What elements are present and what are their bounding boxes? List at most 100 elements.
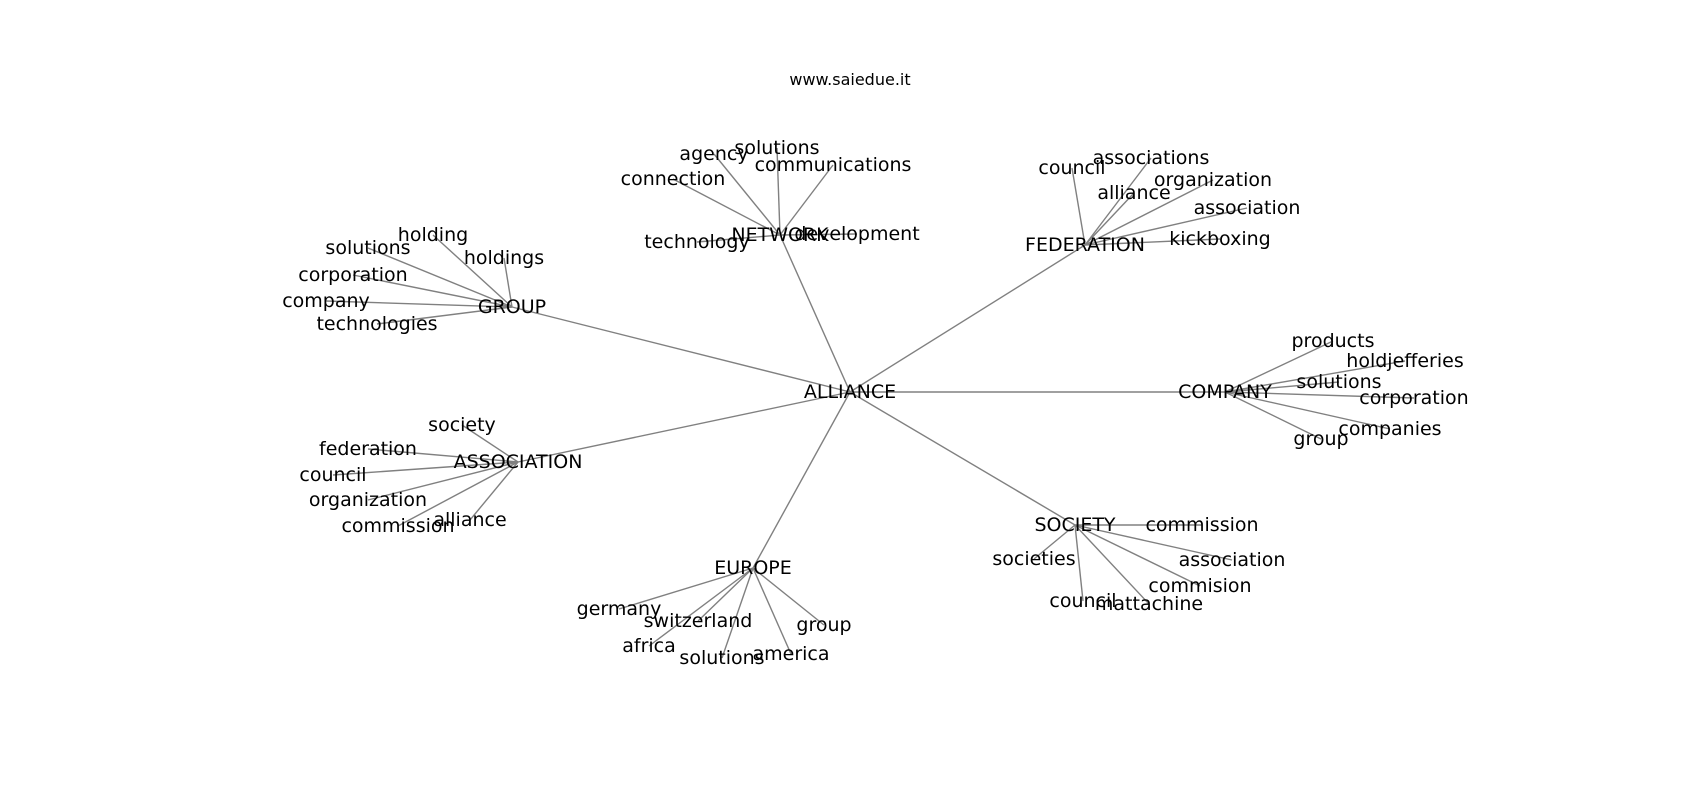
leaf-node-label: connection	[621, 168, 726, 190]
edge-association-to-council	[332, 461, 519, 476]
leaf-node-label: council	[1049, 590, 1116, 612]
leaf-node-label: solutions	[325, 237, 410, 259]
leaf-node-label: technology	[644, 231, 750, 253]
edge-society-to-societies	[1033, 524, 1076, 560]
leaf-node-label: alliance	[1097, 182, 1170, 204]
hub-node-label-group: GROUP	[478, 296, 546, 318]
edge-association-to-federation	[367, 448, 519, 463]
edge-society-to-association	[1074, 524, 1233, 561]
edges-layer	[325, 147, 1415, 659]
leaf-node-label: kickboxing	[1169, 228, 1270, 250]
leaf-node-label: mattachine	[1095, 593, 1203, 615]
labels-layer: ALLIANCENETWORKagencysolutionscommunicat…	[282, 137, 1469, 669]
hub-node-label-europe: EUROPE	[714, 557, 792, 579]
edge-company-to-group	[1224, 391, 1322, 440]
leaf-node-label: federation	[319, 438, 417, 460]
edge-association-to-commission	[397, 461, 519, 527]
edge-federation-to-association	[1084, 207, 1248, 246]
leaf-node-label: development	[794, 223, 919, 245]
edge-network-to-communications	[779, 164, 834, 236]
leaf-node-label: america	[752, 643, 829, 665]
edge-europe-to-solutions	[721, 567, 754, 659]
hub-node-label-association: ASSOCIATION	[454, 451, 583, 473]
edge-federation-to-kickboxing	[1084, 238, 1221, 246]
leaf-node-label: corporation	[298, 264, 407, 286]
leaf-node-label: companies	[1338, 418, 1441, 440]
edge-network-to-solutions	[776, 147, 781, 236]
edge-network-to-connection	[672, 178, 781, 236]
edge-company-to-products	[1224, 340, 1334, 393]
leaf-node-label: associations	[1093, 147, 1210, 169]
edge-society-to-mattachine	[1074, 524, 1150, 605]
edge-root-to-europe	[752, 391, 851, 569]
leaf-node-label: commission	[341, 515, 454, 537]
edge-association-to-organization	[367, 461, 519, 501]
leaf-node-label: organization	[309, 489, 427, 511]
edge-root-to-group	[511, 306, 851, 393]
leaf-node-label: council	[1038, 157, 1105, 179]
edge-society-to-commision	[1074, 524, 1201, 587]
edge-group-to-holdings	[503, 257, 513, 308]
hub-node-label-company: COMPANY	[1178, 381, 1272, 403]
edge-group-to-corporation	[352, 274, 513, 308]
edge-company-to-holdjefferies	[1224, 360, 1406, 393]
edge-company-to-companies	[1224, 391, 1391, 430]
leaf-node-label: holding	[398, 224, 468, 246]
edge-federation-to-organization	[1084, 179, 1214, 246]
leaf-node-label: communications	[755, 154, 912, 176]
leaf-node-label: company	[282, 290, 370, 312]
leaf-node-label: group	[796, 614, 851, 636]
edge-europe-to-group	[752, 567, 825, 626]
leaf-node-label: organization	[1154, 169, 1272, 191]
hub-node-label-federation: FEDERATION	[1025, 234, 1145, 256]
leaf-node-label: society	[428, 414, 496, 436]
leaf-node-label: technologies	[316, 313, 437, 335]
edge-europe-to-africa	[648, 567, 754, 647]
edge-network-to-development	[779, 233, 858, 236]
leaf-node-label: group	[1293, 428, 1348, 450]
edge-root-to-federation	[849, 244, 1086, 393]
leaf-node-label: council	[299, 464, 366, 486]
diagram-title: www.saiedue.it	[789, 70, 911, 89]
leaf-node-label: holdjefferies	[1346, 350, 1463, 372]
edge-europe-to-germany	[618, 567, 754, 610]
edge-root-to-society	[849, 391, 1076, 526]
hub-node-label-network: NETWORK	[731, 224, 829, 246]
edge-group-to-solutions	[367, 247, 513, 308]
edge-europe-to-america	[752, 567, 792, 655]
edge-company-to-solutions	[1224, 381, 1340, 393]
leaf-node-label: products	[1292, 330, 1375, 352]
edge-group-to-holding	[432, 234, 513, 308]
leaf-node-label: switzerland	[644, 610, 753, 632]
hub-node-label-society: SOCIETY	[1034, 514, 1115, 536]
leaf-node-label: holdings	[464, 247, 544, 269]
leaf-node-label: germany	[577, 598, 662, 620]
edge-association-to-alliance	[469, 461, 519, 521]
edge-europe-to-switzerland	[697, 567, 754, 622]
leaf-node-label: association	[1194, 197, 1301, 219]
edge-network-to-agency	[713, 153, 781, 236]
edge-federation-to-council	[1071, 167, 1086, 246]
leaf-node-label: commision	[1148, 575, 1251, 597]
leaf-node-label: association	[1179, 549, 1286, 571]
edge-group-to-company	[325, 300, 513, 308]
leaf-node-label: corporation	[1359, 387, 1468, 409]
edge-company-to-corporation	[1224, 391, 1415, 399]
edge-group-to-technologies	[376, 306, 513, 325]
edge-society-to-council	[1074, 524, 1084, 602]
leaf-node-label: africa	[622, 635, 676, 657]
leaf-node-label: agency	[679, 143, 748, 165]
leaf-node-label: solutions	[679, 647, 764, 669]
leaf-node-label: commission	[1145, 514, 1258, 536]
edge-root-to-network	[779, 234, 851, 393]
leaf-node-label: societies	[992, 548, 1075, 570]
edge-root-to-association	[517, 391, 851, 463]
edge-network-to-technology	[696, 234, 781, 243]
edge-federation-to-associations	[1084, 157, 1152, 246]
edge-association-to-society	[461, 424, 519, 463]
edge-federation-to-alliance	[1084, 192, 1135, 246]
leaf-node-label: solutions	[1296, 371, 1381, 393]
leaf-node-label: solutions	[734, 137, 819, 159]
root-node-label: ALLIANCE	[804, 381, 896, 403]
